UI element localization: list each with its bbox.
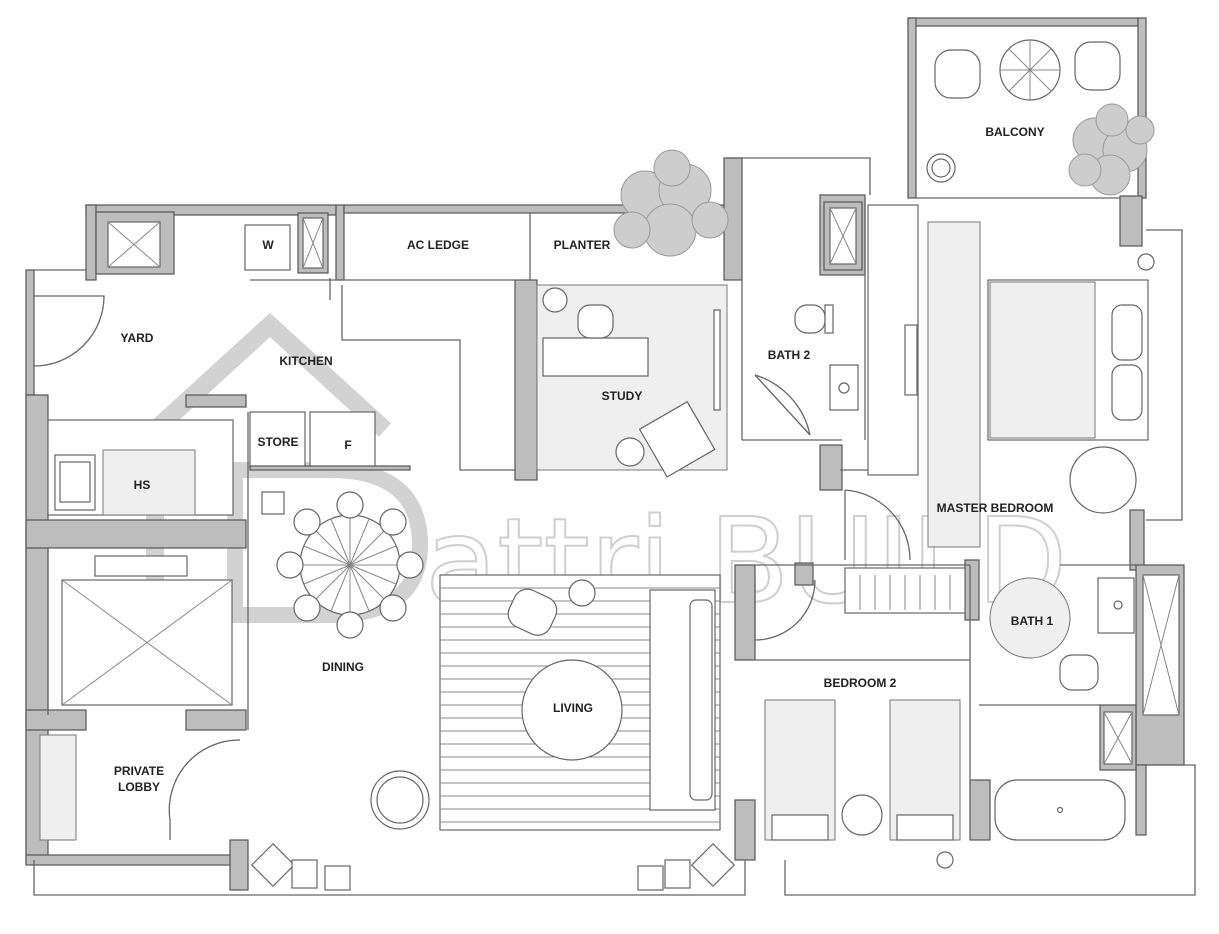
plant-study	[613, 149, 729, 257]
label-bath2: BATH 2	[768, 348, 811, 362]
label-hs: HS	[134, 478, 151, 492]
lobby-shelf	[39, 734, 77, 841]
study-room	[536, 284, 728, 478]
label-fridge: F	[344, 438, 351, 452]
label-bath1: BATH 1	[1011, 614, 1054, 628]
label-private-lobby-line1: PRIVATE	[114, 764, 164, 778]
label-private-lobby-line2: LOBBY	[118, 780, 160, 794]
living-set	[370, 574, 721, 831]
label-living: LIVING	[553, 701, 593, 715]
label-study: STUDY	[602, 389, 643, 403]
bath1-fixtures	[936, 574, 1180, 869]
label-master-bedroom: MASTER BEDROOM	[937, 501, 1054, 515]
balcony-furniture	[926, 39, 1121, 183]
label-balcony: BALCONY	[985, 125, 1044, 139]
label-planter: PLANTER	[554, 238, 611, 252]
doors	[33, 278, 911, 840]
lift	[61, 555, 233, 706]
bedroom2-furniture	[764, 567, 966, 841]
balcony-seating-bottom	[250, 842, 736, 891]
label-ac-ledge: AC LEDGE	[407, 238, 469, 252]
room-labels: BALCONY AC LEDGE PLANTER W YARD KITCHEN …	[114, 125, 1054, 794]
master-bedroom	[867, 204, 1155, 548]
label-kitchen: KITCHEN	[279, 354, 332, 368]
hs-room	[47, 419, 234, 516]
label-store: STORE	[257, 435, 298, 449]
plant-balcony	[1068, 103, 1155, 196]
bath2-fixtures	[794, 201, 863, 411]
label-yard: YARD	[121, 331, 154, 345]
interior-lines	[25, 157, 1196, 896]
label-w: W	[262, 238, 274, 252]
label-dining: DINING	[322, 660, 364, 674]
dining-set	[261, 491, 424, 639]
kitchen-fixtures	[95, 211, 411, 471]
label-bedroom2: BEDROOM 2	[824, 676, 897, 690]
